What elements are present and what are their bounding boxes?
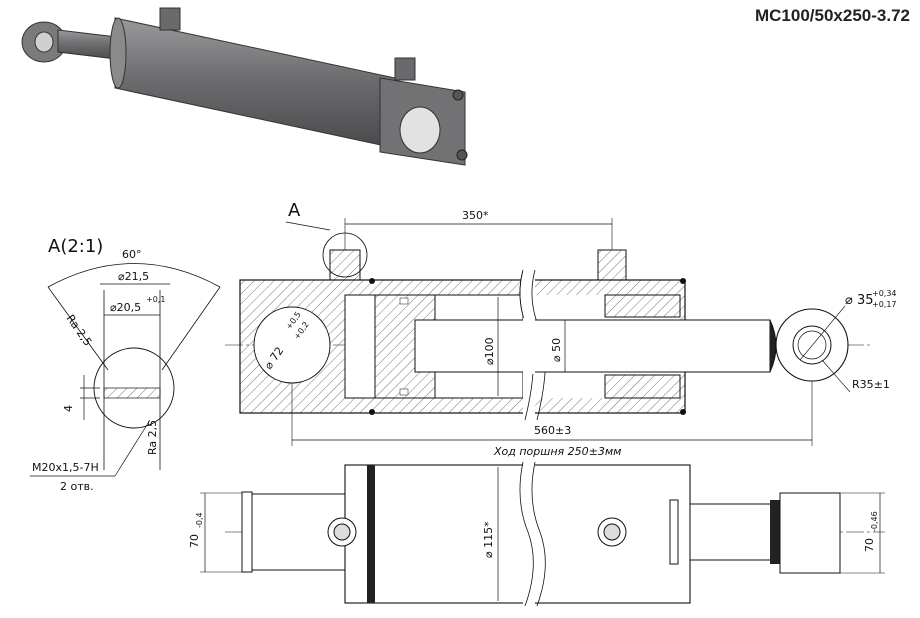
side-width-left-tol: -0,4 — [195, 512, 204, 528]
detail-ra-side: Ra 2,5 — [146, 420, 159, 455]
dim-eye-tol-top: +0,34 — [872, 289, 897, 298]
detail-view-a: A(2:1) 60° ⌀21,5 ⌀20,5 +0,1 Ra 2,5 4 Ra … — [30, 236, 221, 493]
detail-ra-top: Ra 2,5 — [64, 312, 95, 348]
detail-d-inner-tol: +0,1 — [146, 295, 165, 304]
detail-d-outer: ⌀21,5 — [118, 270, 149, 283]
detail-thread: M20х1,5-7H — [32, 461, 99, 474]
side-width-right: 70 — [863, 538, 876, 552]
detail-depth: 4 — [62, 405, 75, 412]
detail-d-inner: ⌀20,5 — [110, 301, 141, 314]
side-body-dia: ⌀ 115* — [482, 521, 495, 558]
dim-eye-tol-bot: +0,17 — [872, 300, 897, 309]
dim-length: 560±3 — [534, 424, 571, 437]
dim-350: 350* — [462, 209, 489, 222]
section-view: A 350* ⌀ 72 +0,5 +0,2 ⌀100 ⌀ 50 ⌀ 35 +0,… — [225, 200, 897, 458]
dim-piston: ⌀100 — [483, 337, 496, 365]
detail-count: 2 отв. — [60, 480, 94, 493]
drawing-title: МС100/50х250-3.72 — [754, 6, 910, 25]
section-view-label: A — [288, 200, 301, 221]
side-width-left: 70 — [188, 534, 201, 548]
side-width-right-tol: -0,46 — [870, 511, 879, 532]
dim-rod: ⌀ 50 — [550, 338, 563, 362]
detail-label: A(2:1) — [48, 236, 103, 257]
detail-angle: 60° — [122, 248, 142, 261]
side-view: 70 -0,4 ⌀ 115* 70 -0,46 — [188, 460, 885, 608]
dim-stroke: Ход поршня 250±3мм — [493, 445, 621, 458]
dim-radius: R35±1 — [852, 378, 890, 391]
dim-eye: ⌀ 35 — [845, 293, 874, 308]
cylinder-3d-render — [21, 7, 468, 166]
